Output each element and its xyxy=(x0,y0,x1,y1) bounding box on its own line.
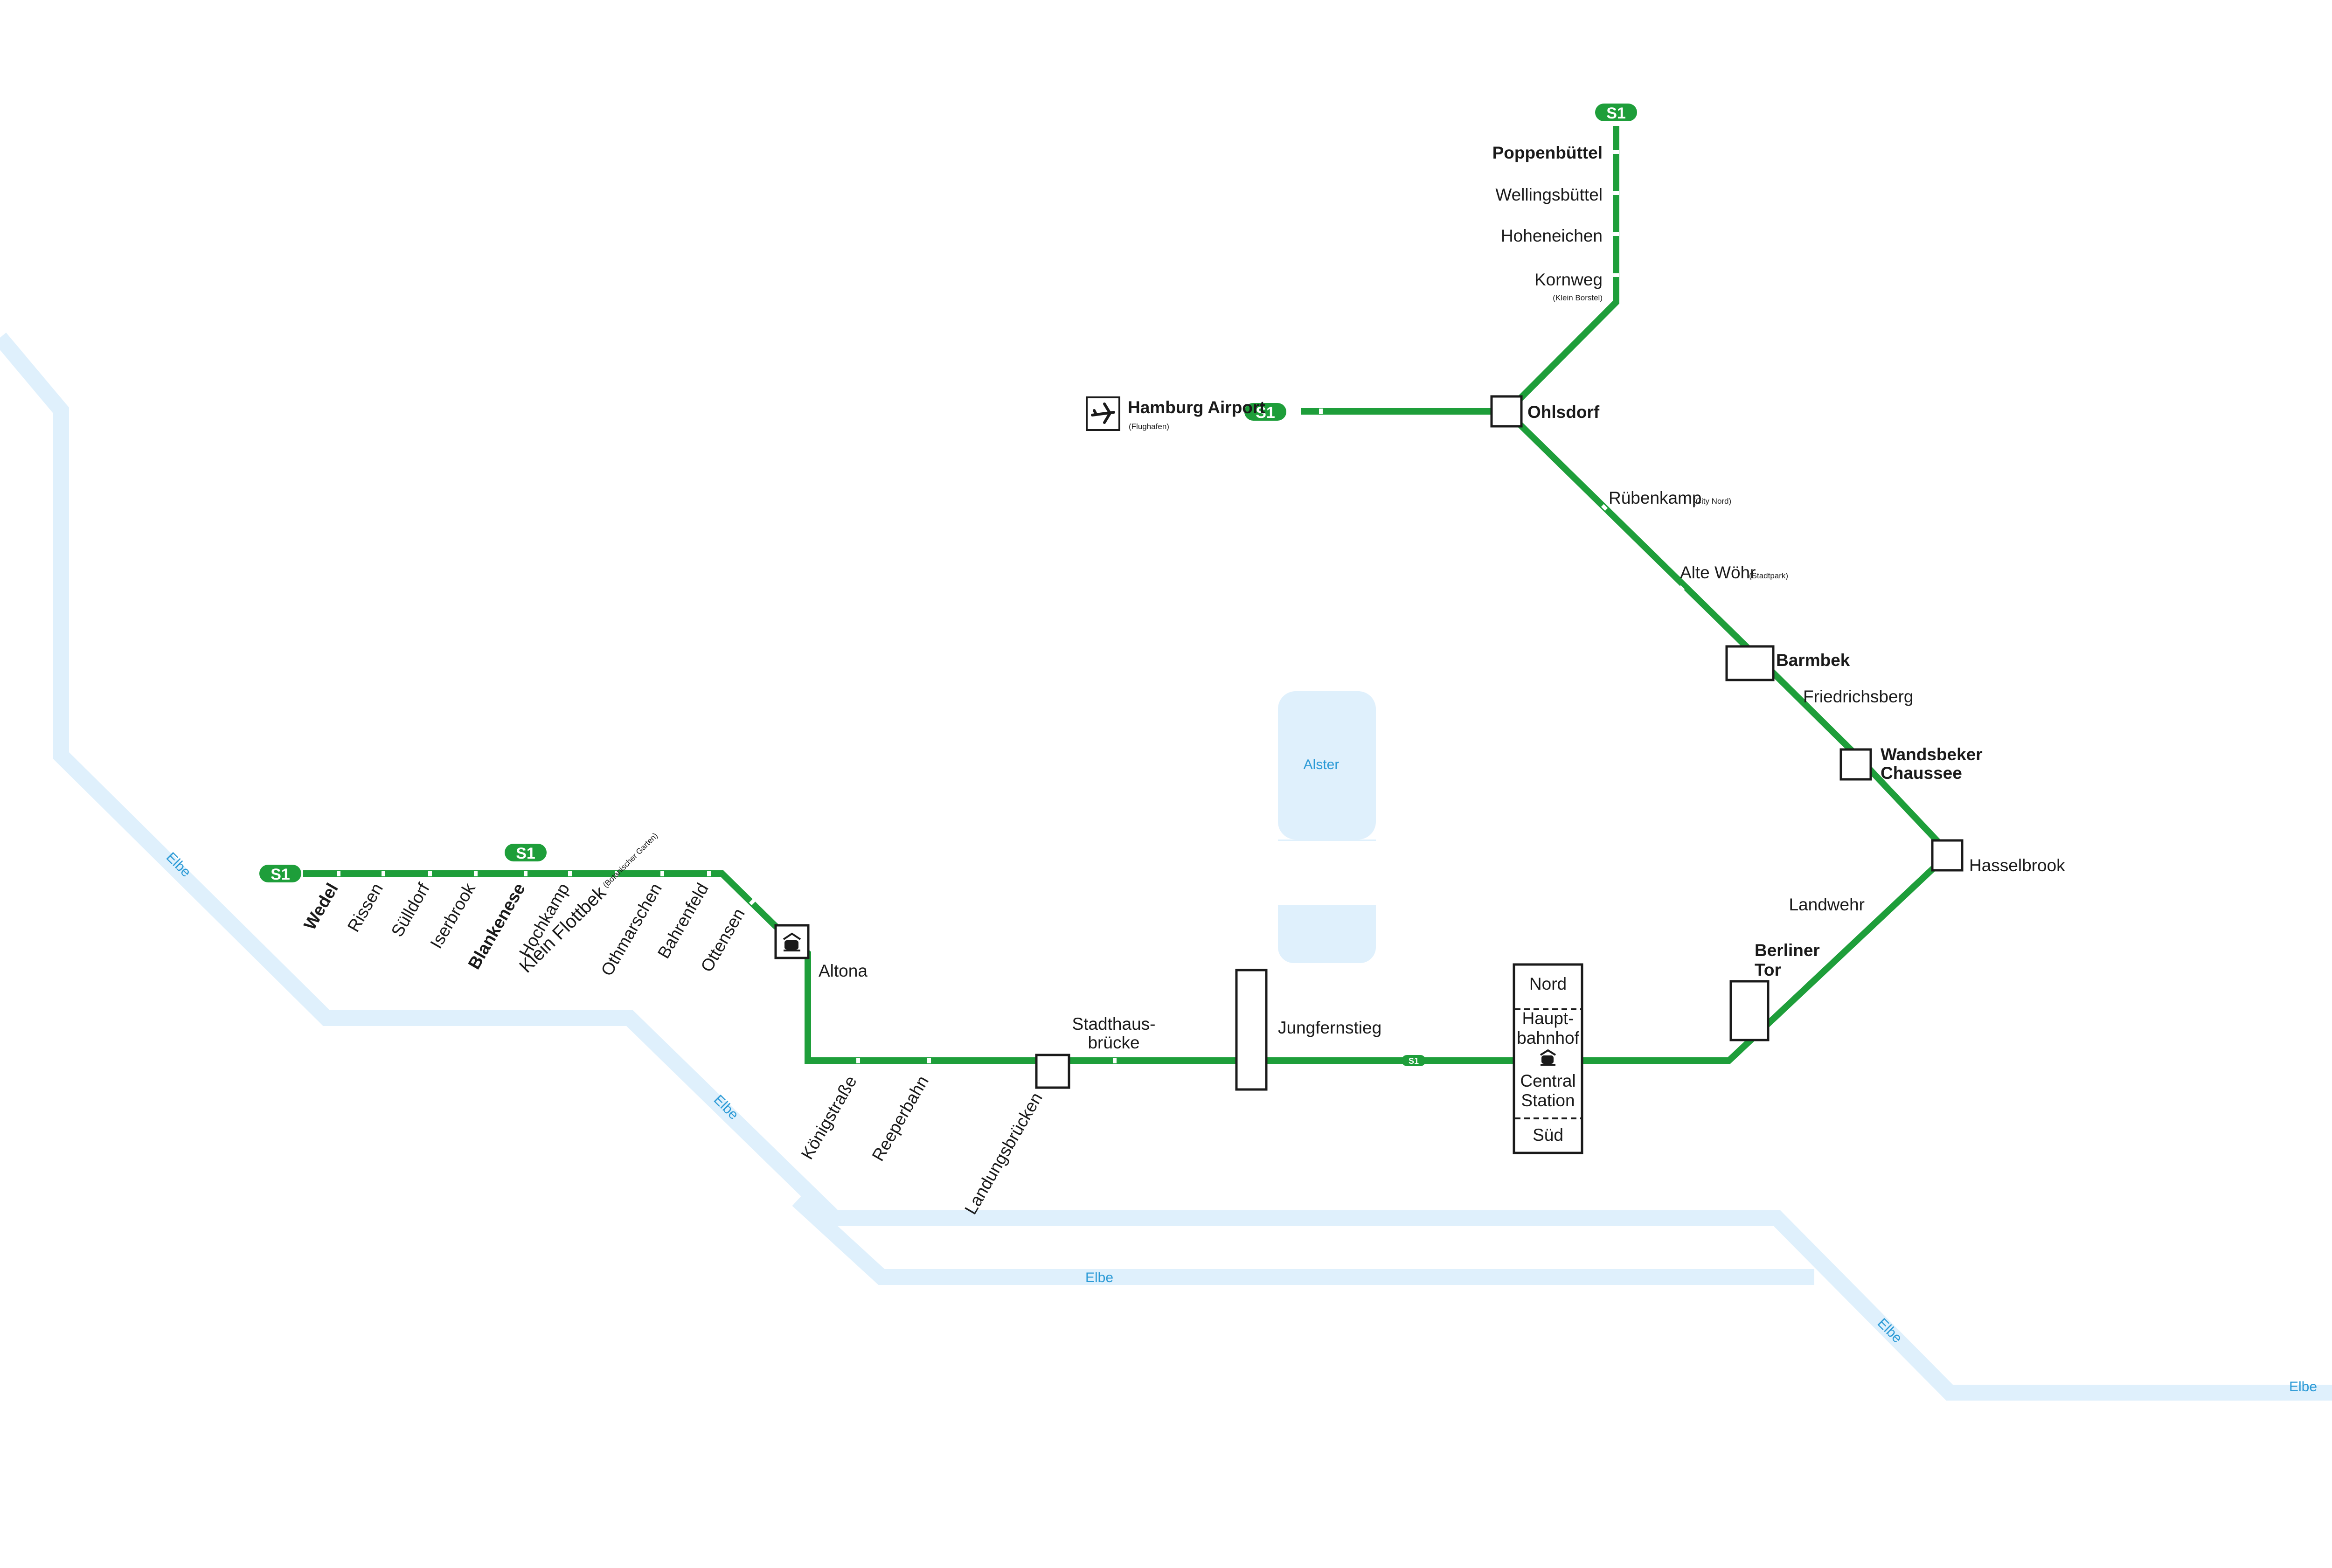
elbe-river-upper xyxy=(0,333,2332,1401)
barmbek-box[interactable] xyxy=(1725,645,1775,681)
station-reeperbahn[interactable]: Reeperbahn xyxy=(868,1073,932,1165)
svg-text:(Stadtpark): (Stadtpark) xyxy=(1749,571,1788,580)
station-hoheneichen[interactable]: Hoheneichen xyxy=(1501,226,1603,245)
elbe-label-5: Elbe xyxy=(2289,1379,2317,1395)
station-hasselbrook[interactable]: Hasselbrook xyxy=(1969,856,2065,875)
berliner-tor-box[interactable] xyxy=(1729,980,1770,1041)
station-wandsbeker-chaussee-1[interactable]: Wandsbeker xyxy=(1881,745,1983,764)
train-station-icon xyxy=(1540,1049,1556,1066)
station-landungsbruecken[interactable]: Landungsbrücken xyxy=(961,1089,1046,1218)
station-ruebenkamp[interactable]: Rübenkamp (City Nord) xyxy=(1609,488,1731,507)
hbf-label-4[interactable]: Station xyxy=(1521,1091,1575,1110)
svg-text:S1: S1 xyxy=(516,845,535,862)
station-alte-woehr[interactable]: Alte Wöhr (Stadtpark) xyxy=(1680,563,1788,582)
station-landwehr[interactable]: Landwehr xyxy=(1789,895,1865,914)
hbf-label-2[interactable]: bahnhof xyxy=(1517,1028,1579,1048)
water-layer xyxy=(0,333,2332,1401)
hbf-sued[interactable]: Süd xyxy=(1533,1125,1563,1145)
s1-badge-poppenbuettel: S1 xyxy=(1595,104,1637,122)
station-berliner-tor-2[interactable]: Tor xyxy=(1755,960,1781,979)
station-rissen[interactable]: Rissen xyxy=(344,880,387,935)
alster-label: Alster xyxy=(1304,757,1340,772)
s1-main-route xyxy=(303,126,1954,1064)
svg-text:(Flughafen): (Flughafen) xyxy=(1129,422,1169,431)
svg-text:Rübenkamp: Rübenkamp xyxy=(1609,488,1702,507)
station-suelldorf[interactable]: Sülldorf xyxy=(388,880,434,940)
station-hamburg-airport[interactable]: Hamburg Airport (Flughafen) xyxy=(1128,398,1265,431)
station-iserbrook[interactable]: Iserbrook xyxy=(426,880,479,952)
alster-lake xyxy=(1278,691,1376,963)
elbe-label-3: Elbe xyxy=(1085,1270,1113,1285)
stop-ticks xyxy=(337,150,1875,1063)
svg-text:Alte Wöhr: Alte Wöhr xyxy=(1680,563,1756,582)
hbf-label-1[interactable]: Haupt- xyxy=(1522,1009,1574,1028)
station-altona[interactable]: Altona xyxy=(819,961,868,980)
station-stadthausbruecke-1[interactable]: Stadthaus- xyxy=(1072,1014,1156,1034)
station-koenigstrasse[interactable]: Königstraße xyxy=(798,1073,861,1163)
landungsbruecken-box[interactable] xyxy=(1035,1054,1070,1089)
svg-text:(City Nord): (City Nord) xyxy=(1693,497,1731,506)
svg-text:(Botanischer Garten): (Botanischer Garten) xyxy=(601,831,659,889)
hbf-nord[interactable]: Nord xyxy=(1529,974,1567,993)
hbf-label-3[interactable]: Central xyxy=(1520,1071,1575,1090)
s1-badge-wedel: S1 xyxy=(259,865,301,883)
station-poppenbuettel[interactable]: Poppenbüttel xyxy=(1492,143,1603,162)
jungfernstieg-box[interactable] xyxy=(1235,969,1268,1091)
svg-text:Kornweg: Kornweg xyxy=(1534,270,1603,289)
station-jungfernstieg[interactable]: Jungfernstieg xyxy=(1278,1018,1381,1037)
station-wandsbeker-chaussee-2[interactable]: Chaussee xyxy=(1881,763,1962,783)
hasselbrook-box[interactable] xyxy=(1931,839,1964,872)
svg-text:S1: S1 xyxy=(1256,404,1275,422)
elbe-river-lower xyxy=(792,1194,1814,1285)
svg-text:S1: S1 xyxy=(1409,1056,1419,1066)
train-station-icon xyxy=(783,932,801,951)
station-friedrichsberg[interactable]: Friedrichsberg xyxy=(1803,687,1913,706)
wandsbeker-chaussee-box[interactable] xyxy=(1839,748,1872,781)
s1-line xyxy=(303,126,1954,1064)
station-kornweg[interactable]: Kornweg (Klein Borstel) xyxy=(1534,270,1603,302)
svg-text:S1: S1 xyxy=(271,866,290,883)
ohlsdorf-box[interactable] xyxy=(1490,395,1523,428)
station-wellingsbuettel[interactable]: Wellingsbüttel xyxy=(1495,185,1603,204)
interchange-boxes xyxy=(774,395,1964,1154)
station-ohlsdorf[interactable]: Ohlsdorf xyxy=(1527,402,1600,422)
station-stadthausbruecke-2[interactable]: brücke xyxy=(1088,1033,1139,1052)
station-barmbek[interactable]: Barmbek xyxy=(1776,651,1850,670)
svg-text:(Klein Borstel): (Klein Borstel) xyxy=(1553,293,1603,302)
s1-badge-blankenese: S1 xyxy=(505,844,547,862)
s1-badge-airport: S1 xyxy=(1244,403,1286,422)
station-berliner-tor-1[interactable]: Berliner xyxy=(1755,941,1820,960)
airplane-icon xyxy=(1086,396,1120,431)
svg-text:Hamburg Airport: Hamburg Airport xyxy=(1128,398,1265,417)
s1-badge-small: S1 xyxy=(1402,1055,1426,1066)
station-ottensen[interactable]: Ottensen xyxy=(697,905,749,976)
hauptbahnhof-dividers xyxy=(1515,1008,1581,1119)
station-wedel[interactable]: Wedel xyxy=(300,880,342,933)
svg-text:S1: S1 xyxy=(1606,104,1626,122)
